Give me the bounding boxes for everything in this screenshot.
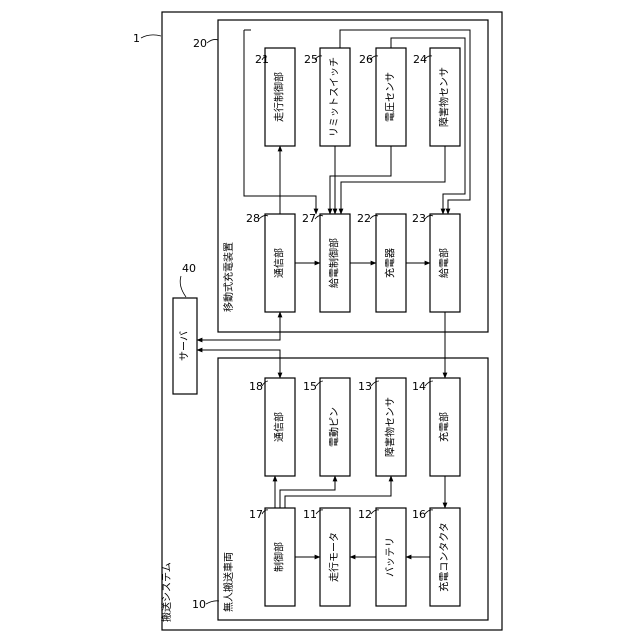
travel-motor-ref: 11 — [303, 508, 317, 521]
vehicle-ref: 10 — [192, 598, 206, 611]
arrow-control-to-obstacle-sensor — [285, 476, 391, 508]
communication-charger-label: 通信部 — [273, 248, 286, 278]
vehicle-label: 無人搬送車両 — [222, 552, 235, 612]
charging-contactor-label: 充電コンタクタ — [438, 522, 451, 592]
power-control-label: 給電制御部 — [328, 238, 341, 288]
block-charging-unit: 充電部 14 — [412, 378, 460, 476]
block-charger: 充電器 22 — [357, 212, 406, 312]
arrow-control-to-electrode-pin — [280, 476, 335, 508]
block-obstacle-sensor-charger: 障害物センサ 24 — [413, 48, 460, 146]
connections-server — [197, 312, 280, 378]
obstacle-sensor-vehicle-ref: 13 — [358, 380, 372, 393]
block-communication-vehicle: 通信部 18 — [249, 378, 295, 476]
charging-unit-ref: 14 — [412, 380, 426, 393]
block-limit-switch: リミットスイッチ 25 — [304, 48, 350, 146]
voltage-sensor-label: 電圧センサ — [385, 72, 397, 122]
arrow-voltage-sensor-to-power-control — [330, 146, 391, 214]
block-obstacle-sensor-vehicle: 障害物センサ 13 — [358, 378, 406, 476]
charger-device-ref: 20 — [193, 37, 207, 50]
charger-device-ref-leader — [207, 39, 218, 43]
charger-ref: 22 — [357, 212, 371, 225]
arrow-server-charger-comm — [197, 312, 280, 340]
communication-vehicle-ref: 18 — [249, 380, 263, 393]
block-communication-charger: 通信部 28 — [246, 212, 295, 312]
limit-switch-label: リミットスイッチ — [329, 57, 341, 137]
battery-ref: 12 — [358, 508, 372, 521]
block-power-control: 給電制御部 27 — [302, 212, 350, 312]
electrode-pin-label: 電動ピン — [328, 407, 341, 447]
power-supply-ref: 23 — [412, 212, 426, 225]
limit-switch-ref: 25 — [304, 53, 318, 66]
server-ref: 40 — [182, 262, 196, 275]
power-supply-label: 給電部 — [438, 248, 451, 278]
obstacle-sensor-vehicle-label: 障害物センサ — [384, 397, 397, 457]
communication-vehicle-label: 通信部 — [273, 412, 286, 442]
electrode-pin-ref: 15 — [303, 380, 317, 393]
block-travel-control: 走行制御部 21 — [255, 48, 295, 146]
block-voltage-sensor: 電圧センサ 26 — [359, 48, 406, 146]
system-ref-leader — [141, 35, 161, 38]
arrow-server-vehicle-comm — [197, 350, 280, 378]
charger-label: 充電器 — [384, 248, 397, 278]
charging-unit-label: 充電部 — [438, 412, 451, 442]
travel-motor-label: 走行モータ — [328, 532, 341, 582]
vehicle-ref-leader — [206, 601, 219, 604]
charger-device-label: 移動式充電装置 — [222, 242, 235, 312]
communication-charger-ref: 28 — [246, 212, 260, 225]
system-ref: 1 — [133, 32, 140, 45]
control-ref: 17 — [249, 508, 263, 521]
travel-control-label: 走行制御部 — [273, 72, 286, 122]
battery-label: バッテリ — [385, 537, 397, 577]
arrow-obstacle-sensor-to-power-control — [341, 146, 445, 214]
power-control-ref: 27 — [302, 212, 316, 225]
block-control: 制御部 17 — [249, 508, 295, 606]
block-electrode-pin: 電動ピン 15 — [303, 378, 350, 476]
server-label: サーバ — [179, 331, 191, 361]
control-label: 制御部 — [273, 542, 286, 572]
system-label: 搬送システム — [160, 562, 173, 622]
server-ref-leader — [180, 276, 186, 297]
block-power-supply: 給電部 23 — [412, 212, 460, 312]
obstacle-sensor-charger-label: 障害物センサ — [438, 67, 451, 127]
charging-contactor-ref: 16 — [412, 508, 426, 521]
